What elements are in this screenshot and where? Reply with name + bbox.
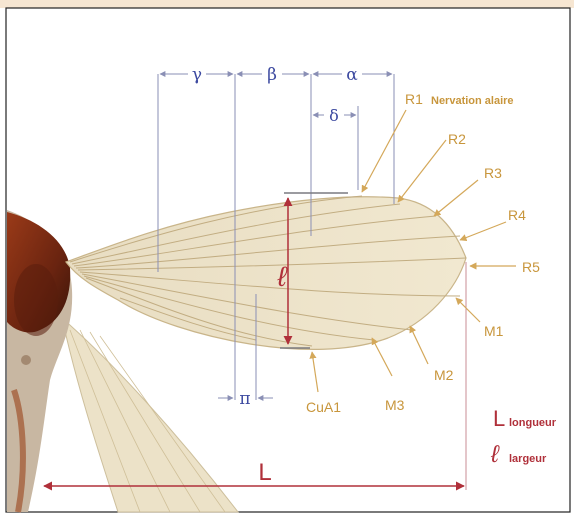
vein-label-m2: M2: [434, 367, 454, 383]
legend-width-symbol: ℓ: [490, 441, 500, 468]
vein-label-r3: R3: [484, 165, 502, 181]
vein-label-cua1: CuA1: [306, 399, 341, 415]
front-wing: [66, 196, 466, 349]
diagram-title: Nervation alaire: [431, 95, 514, 107]
length-symbol: L: [258, 459, 271, 486]
legend-length-label: longueur: [509, 417, 557, 429]
legend-width-label: largeur: [509, 453, 547, 465]
vein-label-r1: R1: [405, 91, 423, 107]
legend-length-symbol: L: [493, 406, 505, 431]
vein-label-m1: M1: [484, 323, 504, 339]
insect-body: [7, 210, 72, 512]
beta-label: β: [267, 65, 277, 85]
legend: L longueur ℓ largeur: [490, 406, 557, 468]
vein-label-r2: R2: [448, 131, 466, 147]
gamma-label: γ: [192, 65, 202, 85]
vein-label-m3: M3: [385, 397, 405, 413]
pi-label: π: [239, 389, 250, 409]
vein-label-r5: R5: [522, 259, 540, 275]
alpha-label: α: [346, 65, 358, 85]
delta-label: δ: [329, 106, 339, 125]
vein-label-r4: R4: [508, 207, 526, 223]
top-strip: [0, 0, 574, 8]
hind-wing: [62, 318, 238, 512]
